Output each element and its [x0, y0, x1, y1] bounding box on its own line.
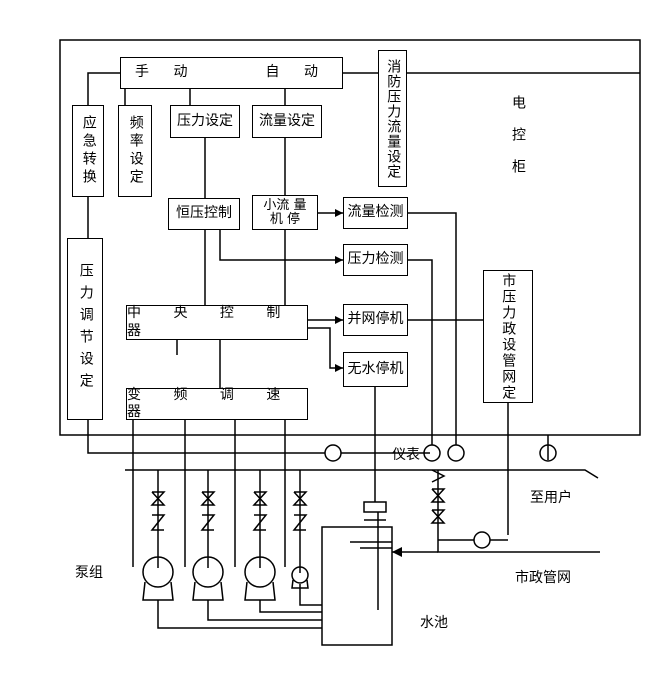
vfd-box: 变 频 调 速 器: [126, 387, 308, 420]
flow-set-box: 流量设定: [252, 105, 322, 138]
pump-symbols: [142, 556, 309, 601]
small-flow-line1: 小流 量: [263, 197, 307, 213]
auto-label: 自 动: [265, 64, 328, 81]
flow-detect-box: 流量检测: [343, 197, 408, 229]
emergency-box: 应急转换: [72, 105, 104, 197]
water-pool: [321, 526, 393, 646]
manual-auto-bar: 手 动 自 动: [120, 57, 343, 89]
pressure-detect-box: 压力检测: [343, 244, 408, 276]
to-user-label: 至用户: [530, 490, 572, 506]
cabinet-frame: [59, 39, 641, 436]
small-flow-line2: 机 停: [269, 211, 301, 227]
municipal-set-box: 市压力政设管网定: [483, 270, 533, 403]
fire-setting-box: 消防压力流量设定: [378, 50, 407, 187]
manual-label: 手 动: [135, 64, 198, 81]
frequency-box: 频率设定: [118, 105, 152, 197]
pressure-adjust-box: 压力调节设定: [67, 238, 103, 420]
sensor-circle: [324, 444, 342, 462]
no-water-box: 无水停机: [343, 352, 408, 387]
meter-label: 仪表: [392, 447, 420, 463]
valve-symbols: [150, 488, 446, 524]
grid-stop-box: 并网停机: [343, 304, 408, 336]
pool-label: 水池: [420, 615, 448, 631]
municipal-net-label: 市政管网: [515, 570, 571, 586]
pressure-set-box: 压力设定: [170, 105, 240, 138]
cabinet-label: 电控柜: [510, 95, 526, 191]
pump-group-label: 泵组: [75, 565, 103, 581]
const-pressure-box: 恒压控制: [168, 198, 240, 230]
central-controller-box: 中 央 控 制 器: [126, 305, 308, 340]
small-flow-box: 小流 量 机 停: [252, 195, 318, 230]
